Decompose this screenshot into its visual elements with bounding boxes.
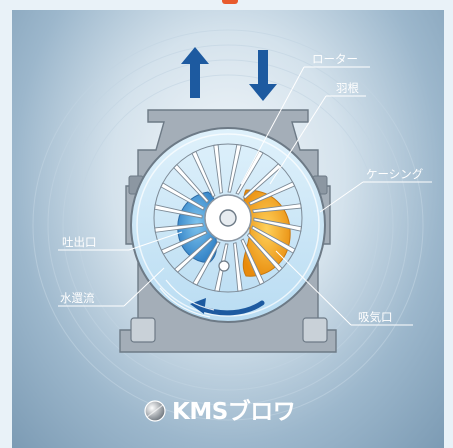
impeller-outer-ring [153,143,303,293]
flow-arrow-icon [197,300,265,316]
impeller-blades [153,143,303,293]
label-suction: 吸気口 [358,310,393,324]
label-blade: 羽根 [336,81,359,95]
casing-feet [130,317,328,343]
shaft-key [218,260,230,272]
caption-title: KMSブロワ [172,398,295,425]
label-discharge: 吐出口 [62,235,97,249]
leader-lines [58,66,432,326]
top-accent-mark [222,0,238,4]
arrow-up-icon [181,47,209,98]
label-casing: ケーシング [366,167,424,181]
arrow-down-icon [249,50,277,101]
background-rings [32,29,424,421]
label-water-flow: 水還流 [60,291,95,305]
rotor-shaft [219,209,237,227]
label-rotor: ローター [312,52,358,66]
